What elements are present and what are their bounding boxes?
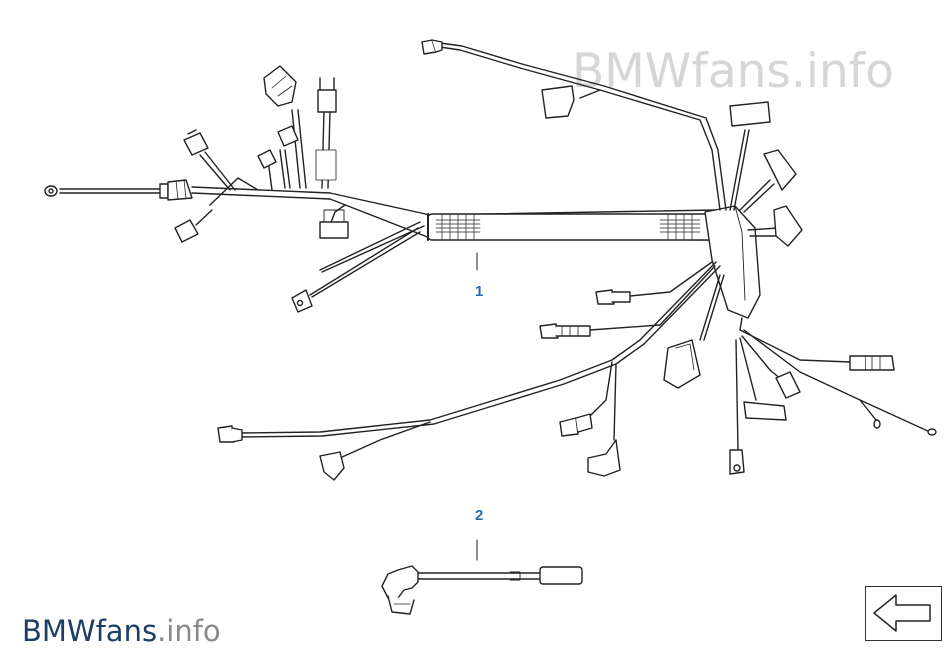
adapter-lead[interactable] — [381, 565, 583, 615]
ground-lead-left — [44, 179, 331, 201]
lower-left-connectors — [291, 204, 425, 313]
part-number-1[interactable]: 1 — [475, 283, 484, 300]
harness-main-sleeve — [329, 192, 761, 319]
right-lower-connectors — [729, 317, 937, 475]
back-button[interactable] — [865, 586, 942, 641]
watermark-brand: BMWfans — [22, 614, 158, 648]
arrow-left-icon — [873, 594, 931, 632]
upper-left-connectors — [174, 65, 337, 243]
lower-long-lead — [217, 261, 721, 481]
watermark-bottom: BMWfans.info — [22, 614, 221, 648]
part-number-2[interactable]: 2 — [475, 507, 484, 524]
watermark-top: BMWfans.info — [572, 44, 894, 99]
upper-right-lead — [421, 39, 727, 211]
right-upper-connectors — [729, 101, 803, 247]
engine-wiring-harness[interactable] — [44, 39, 937, 481]
watermark-suffix: .info — [157, 614, 221, 648]
middle-connectors — [539, 261, 725, 389]
